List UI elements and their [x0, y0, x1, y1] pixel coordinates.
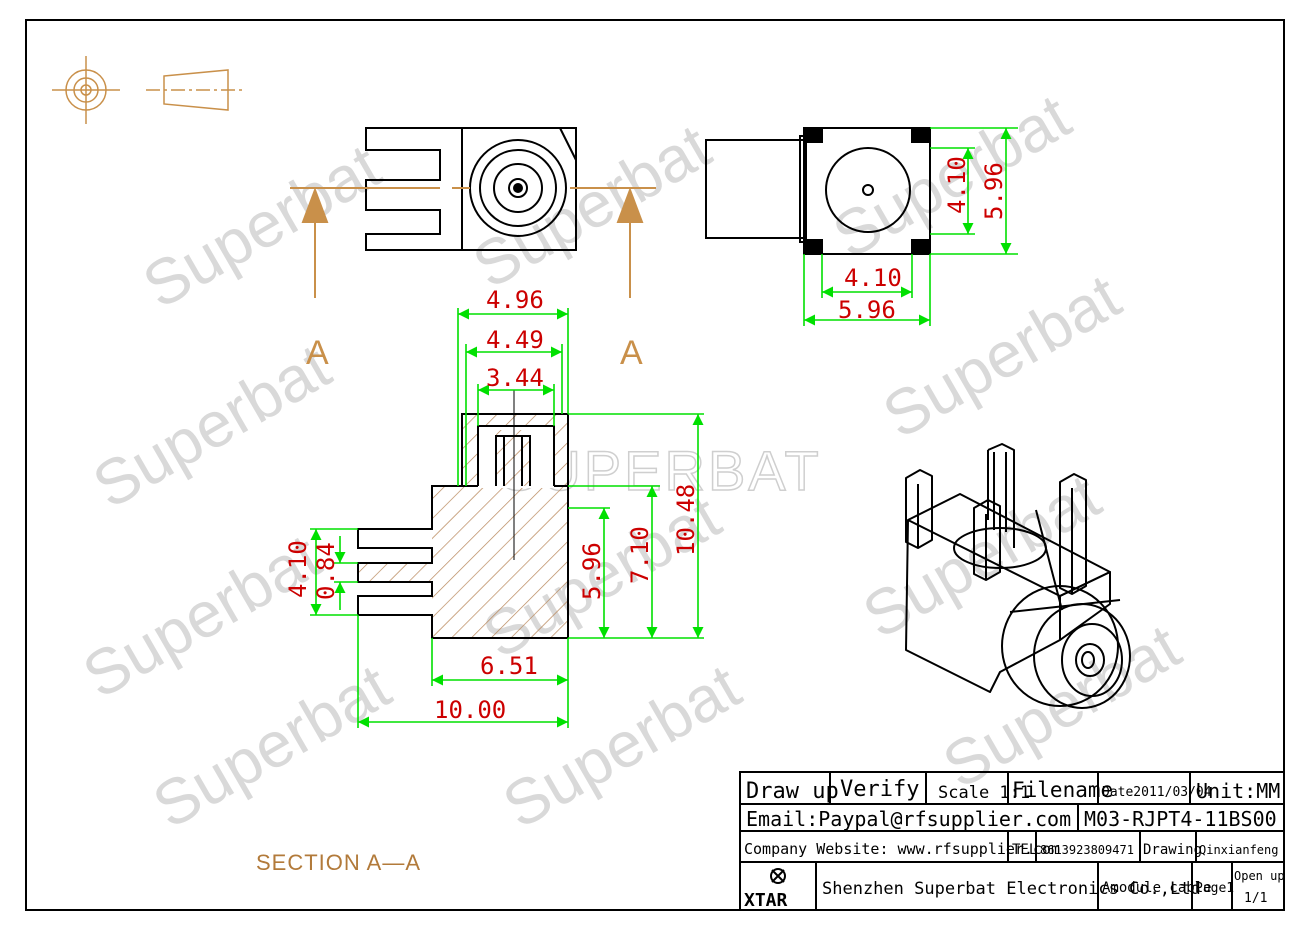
dim-side-height-outer: 5.96	[980, 162, 1008, 220]
dim-side-width-outer: 5.96	[838, 296, 896, 324]
drawing-border	[25, 19, 1285, 911]
dim-pin-span: 4.10	[284, 540, 312, 598]
dim-top-width-2: 4.49	[486, 326, 544, 354]
dim-height-mid: 7.10	[626, 526, 654, 584]
isometric-view	[905, 443, 1131, 709]
dim-side-height-inner: 4.10	[943, 156, 971, 214]
tb-verify: Verify	[840, 777, 919, 802]
tb-open-up-value: 1/1	[1244, 891, 1267, 906]
top-view	[705, 127, 931, 255]
tb-tel-label: TEL	[1012, 842, 1037, 858]
tb-page: Page1	[1195, 881, 1234, 896]
tb-date: Date2011/03/04	[1102, 785, 1212, 800]
watermark: Superbat	[461, 110, 722, 302]
tb-logo-text: XTAR	[744, 890, 788, 911]
section-marker-left: A	[306, 334, 329, 372]
tb-unit: Unit:MM	[1196, 779, 1280, 803]
title-block	[739, 771, 1285, 911]
watermark: Superbat	[871, 260, 1132, 452]
dim-top-width-1: 4.96	[486, 286, 544, 314]
dim-height-total: 10.48	[672, 484, 700, 556]
section-dimensions	[310, 308, 704, 728]
dim-total-length: 10.00	[434, 696, 506, 724]
dim-top-width-3: 3.44	[486, 364, 544, 392]
dim-body-length: 6.51	[480, 652, 538, 680]
tb-company: Shenzhen Superbat Electronics Co.,Ltd	[822, 879, 1201, 899]
tb-filename-label: Filename	[1012, 778, 1113, 802]
tb-tel: 8613923809471	[1040, 843, 1134, 857]
watermark: Superbat	[141, 650, 402, 842]
section-cut-line	[290, 187, 656, 298]
watermark: Superbat	[81, 330, 342, 522]
top-view-dimensions	[803, 127, 1018, 326]
section-view	[357, 390, 569, 639]
section-caption: SECTION A—A	[256, 850, 421, 875]
tb-product: Amodule cable	[1102, 880, 1212, 896]
watermark: Superbat	[131, 130, 392, 322]
dim-pin-gap: 0.84	[312, 542, 340, 600]
tb-email: Email:Paypal@rfsupplier.com	[746, 807, 1071, 831]
dim-side-width-inner: 4.10	[844, 264, 902, 292]
section-marker-right: A	[620, 334, 643, 372]
tb-drawing-label: Drawing	[1143, 842, 1202, 858]
tb-part-number: M03-RJPT4-11BS00	[1084, 807, 1277, 831]
tb-website: Company Website: www.rfsupplier.com	[744, 840, 1060, 858]
projection-symbol	[52, 56, 246, 124]
dim-height-body: 5.96	[578, 542, 606, 600]
tb-draw-up: Draw up	[746, 779, 839, 804]
tb-open-up: Open up	[1234, 869, 1285, 883]
tb-scale: Scale 1:1	[938, 783, 1030, 803]
xtar-logo: XTAR	[744, 868, 788, 911]
tb-drawer: Qinxianfeng	[1199, 843, 1278, 857]
